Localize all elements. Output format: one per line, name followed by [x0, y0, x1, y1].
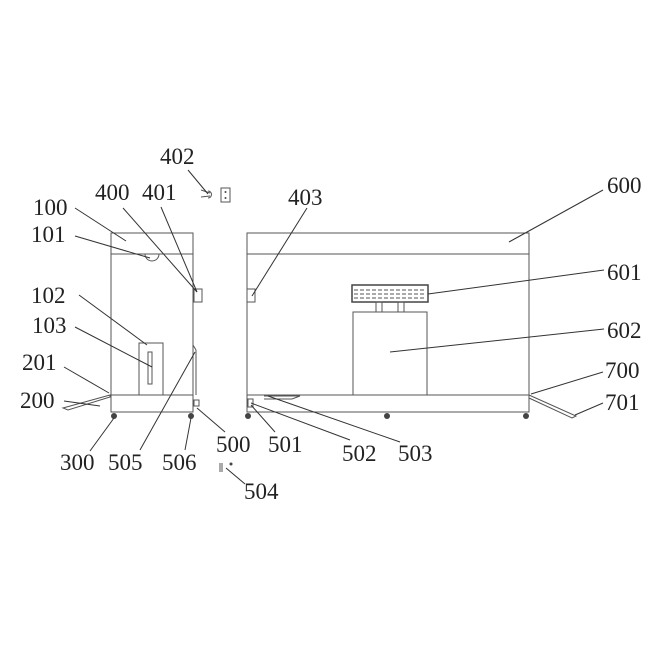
sensor-403: [246, 288, 256, 303]
ramp-700: [528, 394, 578, 419]
label-601: 601: [607, 260, 642, 285]
label-102: 102: [31, 283, 66, 308]
detail-402: [200, 187, 231, 203]
label-602: 602: [607, 318, 642, 343]
reference-labels: 100 101 400 401 402 403 600 601 602 700 …: [20, 144, 642, 504]
label-403: 403: [288, 185, 323, 210]
label-504: 504: [244, 479, 279, 504]
label-600: 600: [607, 173, 642, 198]
ramp-200: [61, 394, 111, 411]
box-102: [138, 342, 164, 396]
label-700: 700: [605, 358, 640, 383]
label-505: 505: [108, 450, 143, 475]
label-402: 402: [160, 144, 195, 169]
sensor-400: [193, 288, 203, 303]
label-200: 200: [20, 388, 55, 413]
label-701: 701: [605, 390, 640, 415]
left-cabinet: [61, 232, 203, 419]
label-500: 500: [216, 432, 251, 457]
label-501: 501: [268, 432, 303, 457]
detail-504: [219, 462, 233, 472]
box-602: [352, 311, 428, 396]
label-400: 400: [95, 180, 130, 205]
leader-lines: [63, 169, 605, 485]
label-503: 503: [398, 441, 433, 466]
label-101: 101: [31, 222, 66, 247]
wheel-506: [188, 413, 194, 419]
label-502: 502: [342, 441, 377, 466]
label-103: 103: [32, 313, 67, 338]
label-300: 300: [60, 450, 95, 475]
label-201: 201: [22, 350, 57, 375]
handle-103: [147, 351, 153, 385]
label-401: 401: [142, 180, 177, 205]
label-506: 506: [162, 450, 197, 475]
label-100: 100: [33, 195, 68, 220]
right-cabinet: [245, 232, 578, 419]
wheel-300: [111, 413, 117, 419]
